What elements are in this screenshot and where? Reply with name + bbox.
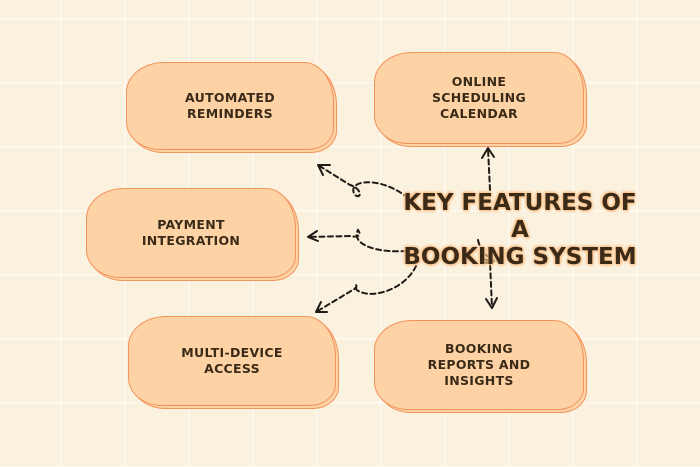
arrow-to-automated-reminders xyxy=(317,164,409,199)
feature-label: PAYMENT INTEGRATION xyxy=(141,217,241,248)
arrow-to-multi-device xyxy=(315,265,417,313)
feature-automated-reminders: AUTOMATED REMINDERS xyxy=(126,62,334,150)
feature-label: BOOKING REPORTS AND INSIGHTS xyxy=(427,341,531,388)
feature-booking-reports: BOOKING REPORTS AND INSIGHTS xyxy=(374,320,584,410)
diagram-title: KEY FEATURES OF A BOOKING SYSTEM xyxy=(403,190,637,270)
arrow-to-payment-integration xyxy=(307,228,416,253)
feature-multi-device-access: MULTI-DEVICE ACCESS xyxy=(128,316,336,406)
arrow-to-online-scheduling xyxy=(487,147,491,191)
feature-label: AUTOMATED REMINDERS xyxy=(185,90,275,121)
arrow-head xyxy=(307,230,319,242)
feature-label: ONLINE SCHEDULING CALENDAR xyxy=(431,74,527,121)
arrow-to-booking-reports xyxy=(477,239,495,309)
feature-payment-integration: PAYMENT INTEGRATION xyxy=(86,188,296,278)
feature-online-scheduling-calendar: ONLINE SCHEDULING CALENDAR xyxy=(374,52,584,144)
arrow-head xyxy=(317,164,331,176)
arrow-head xyxy=(485,297,498,309)
arrow-head xyxy=(315,301,328,313)
arrow-head xyxy=(481,147,495,159)
feature-label: MULTI-DEVICE ACCESS xyxy=(181,345,283,376)
